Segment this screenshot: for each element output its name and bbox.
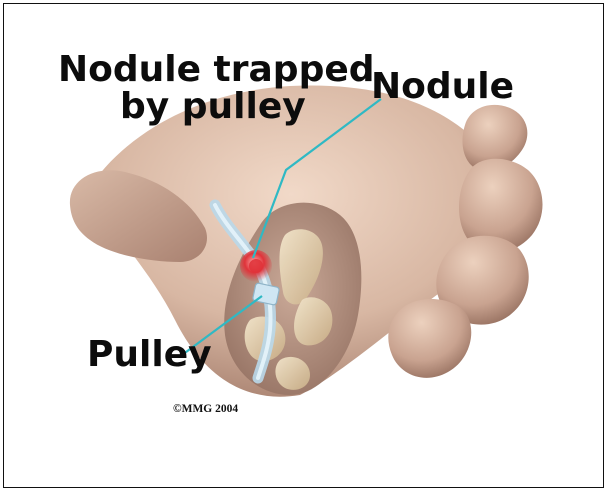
copyright-credit: ©MMG 2004 <box>173 403 238 415</box>
label-pulley: Pulley <box>87 334 212 375</box>
label-trapped-line1: Nodule trapped <box>58 49 375 90</box>
little-finger <box>388 299 471 378</box>
label-nodule: Nodule <box>371 66 514 107</box>
label-trapped-line2: by pulley <box>120 86 306 127</box>
